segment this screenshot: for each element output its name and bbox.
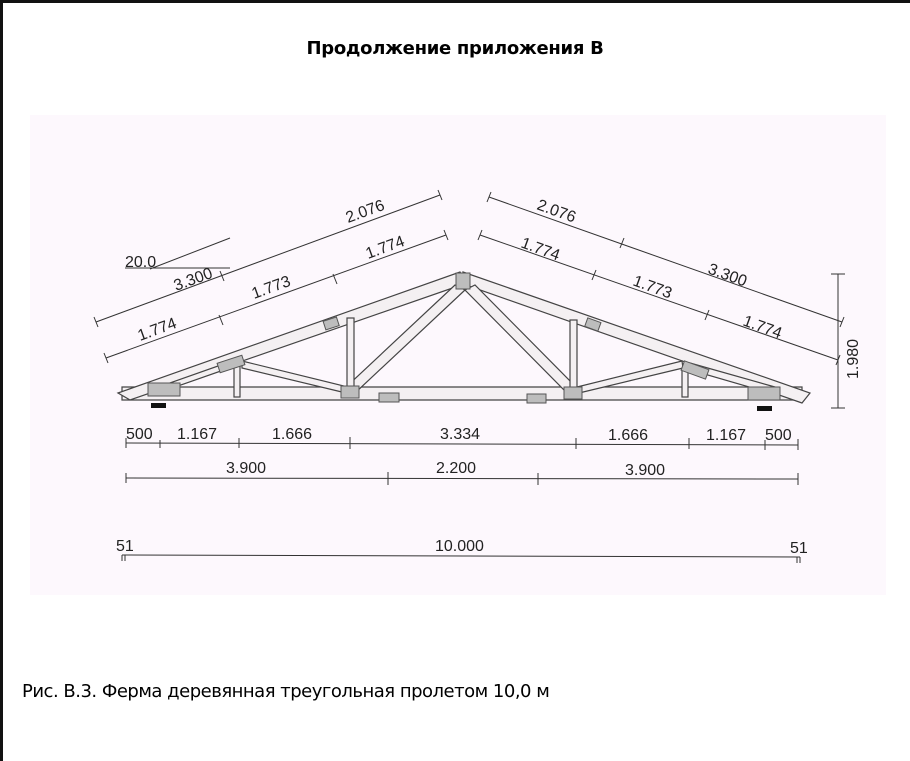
panel-dim-3900-right: 3.900 [625,462,665,479]
gusset-plates [147,272,781,404]
right-outer-dim-1: 2.076 [535,197,579,227]
height-dim: 1.980 [845,339,862,379]
bottom-splice-right [526,393,547,404]
bottom-dim-1167-right: 1.167 [706,427,746,444]
panel-dim-2200: 2.200 [436,460,476,477]
truss-structure [116,271,811,404]
bottom-splice-left [378,392,400,403]
overall-right-offset: 51 [790,540,808,557]
bottom-dim-1167-left: 1.167 [177,426,217,443]
page-title: Продолжение приложения В [306,38,604,59]
right-inner-dim-1: 1.774 [519,235,563,265]
right-vertical [569,319,578,391]
left-heel-plate [147,382,181,397]
right-inner-dim-3: 1.774 [741,313,785,343]
left-short-post [233,364,241,398]
bottom-dim-1666-right: 1.666 [608,427,648,444]
right-panel-plate [680,360,710,380]
slope-label: 20.0 [125,254,156,271]
right-chord-splice [584,317,602,332]
left-node-plate [340,385,360,399]
left-inner-dim-3: 1.774 [364,233,408,263]
bottom-dim-3334: 3.334 [440,426,480,443]
right-outer-dim-2: 3.300 [706,261,750,291]
truss-drawing: 20.0 3.300 2.076 1.774 1.773 1.774 2.076… [30,115,886,595]
right-heel-plate [747,386,781,401]
left-inner-dim-1: 1.774 [136,315,180,345]
bottom-dim-500-left: 500 [126,426,153,443]
bottom-chord [121,386,803,401]
overall-span: 10.000 [435,538,484,555]
figure-caption: Рис. В.3. Ферма деревянная треугольная п… [22,681,550,702]
apex-plate [455,272,471,290]
right-support [757,406,772,411]
right-node-plate [563,386,583,400]
overall-left-offset: 51 [116,538,134,555]
bottom-dim-500-right: 500 [765,427,792,444]
panel-dim-3900-left: 3.900 [226,460,266,477]
dimension-lines [93,189,845,563]
left-outer-dim-1: 3.300 [172,265,216,295]
right-inner-dim-2: 1.773 [631,273,675,303]
left-vertical [346,317,355,391]
bottom-dim-1666-left: 1.666 [272,426,312,443]
left-chord-splice [322,316,340,331]
left-panel-plate [216,354,246,374]
left-support [151,403,166,408]
